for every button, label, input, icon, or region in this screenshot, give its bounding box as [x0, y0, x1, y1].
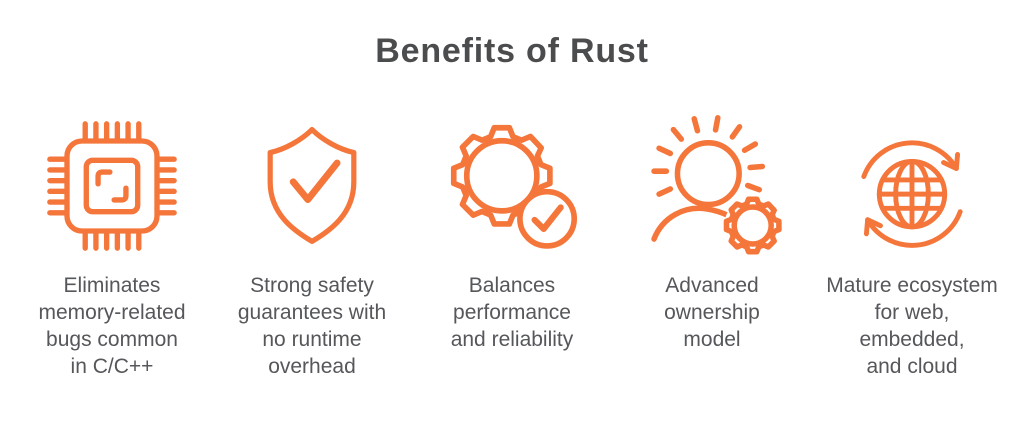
benefit-caption: Eliminates memory-related bugs common in… [38, 274, 186, 378]
benefit-caption: Mature ecosystem for web, embedded, and … [826, 274, 998, 378]
benefit-ownership-model: Advanced ownership model [612, 106, 812, 380]
benefit-performance-reliability: Balances performance and reliability [412, 106, 612, 380]
gear-check-icon [443, 106, 581, 266]
shield-check-icon [249, 106, 375, 266]
benefit-ecosystem: Mature ecosystem for web, embedded, and … [812, 106, 1012, 380]
benefits-row: Eliminates memory-related bugs common in… [0, 106, 1024, 380]
benefit-caption: Advanced ownership model [664, 274, 760, 351]
cpu-chip-icon [37, 106, 187, 266]
benefit-memory-safety: Eliminates memory-related bugs common in… [12, 106, 212, 380]
globe-sync-icon [841, 106, 983, 266]
benefit-safety-guarantees: Strong safety guarantees with no runtime… [212, 106, 412, 380]
benefit-caption: Balances performance and reliability [450, 274, 574, 351]
page-title: Benefits of Rust [375, 32, 649, 70]
person-gear-icon [638, 106, 786, 266]
benefit-caption: Strong safety guarantees with no runtime… [237, 274, 387, 378]
